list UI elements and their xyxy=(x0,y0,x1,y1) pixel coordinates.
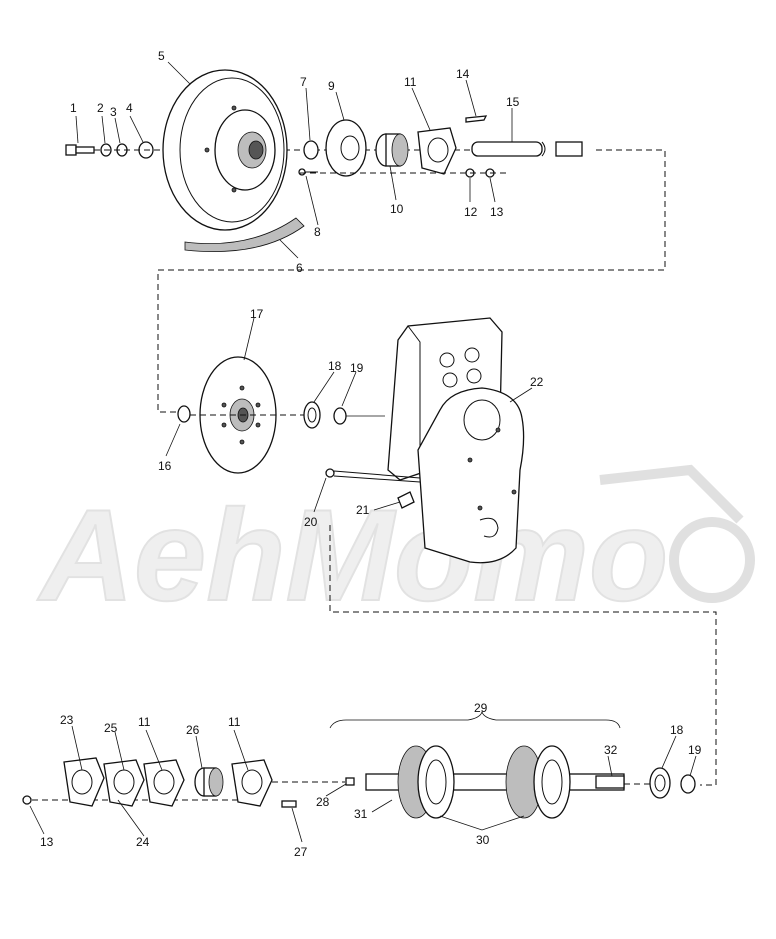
callout-30: 30 xyxy=(476,833,490,847)
callout-31: 31 xyxy=(354,807,368,821)
callout-1: 1 xyxy=(70,101,77,115)
ring-part-16 xyxy=(177,405,191,423)
callout-29: 29 xyxy=(474,701,488,715)
callout-7: 7 xyxy=(300,75,307,89)
callout-14: 14 xyxy=(456,67,470,81)
callout-18-b: 18 xyxy=(670,723,684,737)
callout-11: 11 xyxy=(404,75,417,89)
callout-20: 20 xyxy=(304,515,318,529)
callout-32: 32 xyxy=(604,743,618,757)
key-part-28 xyxy=(345,777,355,786)
callout-11-b: 11 xyxy=(138,715,151,729)
flange-plate-part-11-c xyxy=(231,759,273,807)
watermark: AehMomo xyxy=(36,464,755,629)
callout-27: 27 xyxy=(294,845,308,859)
bearing-part-18-top xyxy=(303,401,321,429)
callout-17: 17 xyxy=(250,307,264,321)
callout-15: 15 xyxy=(506,95,520,109)
callout-25: 25 xyxy=(104,721,118,735)
callout-23: 23 xyxy=(60,713,74,727)
callout-12: 12 xyxy=(464,205,478,219)
callout-19: 19 xyxy=(350,361,364,375)
chaincase-part-22 xyxy=(387,317,525,564)
bearing-part-10 xyxy=(375,133,409,167)
callout-10: 10 xyxy=(390,202,404,216)
screw-part-27 xyxy=(281,800,297,808)
bearing-part-26 xyxy=(194,767,224,797)
leader-lines xyxy=(29,61,697,843)
track-sprocket-part-30-a xyxy=(397,745,455,819)
callout-6: 6 xyxy=(296,261,303,275)
screw-part-8 xyxy=(298,168,318,176)
callout-28: 28 xyxy=(316,795,330,809)
drive-pulley-group xyxy=(65,69,666,413)
chaincase-group xyxy=(177,317,717,786)
callout-11-c: 11 xyxy=(228,715,241,729)
callout-13: 13 xyxy=(490,205,504,219)
callout-18: 18 xyxy=(328,359,342,373)
callout-21: 21 xyxy=(356,503,370,517)
key-part-14 xyxy=(465,115,488,123)
drive-belt-part-6 xyxy=(184,217,305,252)
callout-4: 4 xyxy=(126,101,133,115)
watermark-text: AehMomo xyxy=(37,482,668,628)
callout-16: 16 xyxy=(158,459,172,473)
callout-26: 26 xyxy=(186,723,200,737)
callout-3: 3 xyxy=(110,105,117,119)
bearing-part-18-bottom xyxy=(649,767,671,799)
callout-5: 5 xyxy=(158,49,165,63)
callout-19-b: 19 xyxy=(688,743,702,757)
flange-plate-part-11 xyxy=(417,127,457,175)
flange-part-9 xyxy=(325,119,367,177)
bearing-housing-part-23 xyxy=(63,757,105,807)
ring-part-19-top xyxy=(333,407,347,425)
callout-labels: 1 2 3 4 5 6 7 8 9 10 11 12 13 14 15 17 1… xyxy=(40,49,702,859)
bolt-part-20 xyxy=(325,468,421,483)
callout-8: 8 xyxy=(314,225,321,239)
callout-24: 24 xyxy=(136,835,150,849)
callout-2: 2 xyxy=(97,101,104,115)
drive-shaft-group xyxy=(22,710,696,819)
callout-22: 22 xyxy=(530,375,544,389)
drive-shaft-part-29 xyxy=(365,745,625,819)
fitting-part-21 xyxy=(397,491,415,509)
ring-part-19-bottom xyxy=(680,774,696,794)
track-sprocket-part-30-b xyxy=(505,745,571,819)
callout-9: 9 xyxy=(328,79,335,93)
flange-plate-part-11-b xyxy=(143,759,185,807)
bolt-part-1 xyxy=(65,144,95,156)
shaft-part-15 xyxy=(471,141,583,157)
seal-plate-part-25 xyxy=(103,759,145,807)
nut-part-13-bottom xyxy=(22,795,32,805)
callout-13-b: 13 xyxy=(40,835,54,849)
washer-part-7 xyxy=(303,140,319,160)
drive-pulley-part-5 xyxy=(162,69,288,231)
